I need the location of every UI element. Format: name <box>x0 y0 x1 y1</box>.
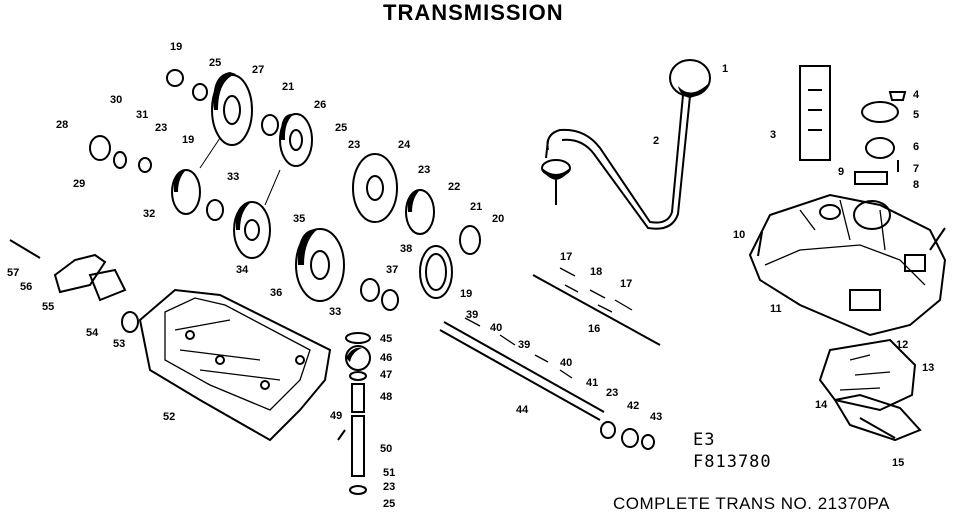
gear-36 <box>295 228 345 302</box>
callout-7: 7 <box>913 163 919 175</box>
callout-17b: 17 <box>620 278 632 290</box>
callout-19a: 19 <box>170 41 182 53</box>
callout-39b: 39 <box>518 339 530 351</box>
shaft-33 <box>206 199 224 221</box>
callout-19b: 19 <box>182 134 194 146</box>
callout-3: 3 <box>770 129 776 141</box>
callout-25c: 25 <box>383 498 395 510</box>
gear-34 <box>233 201 271 259</box>
callout-25a: 25 <box>209 57 221 69</box>
callout-33a: 33 <box>227 171 239 183</box>
callout-46: 46 <box>380 352 392 364</box>
footer-trans-number: COMPLETE TRANS NO. 21370PA <box>613 494 890 513</box>
callout-50: 50 <box>380 443 392 455</box>
case-housing <box>748 193 947 337</box>
callout-26: 26 <box>314 99 326 111</box>
bevel-shaft-assembly <box>337 332 371 495</box>
callout-10: 10 <box>733 229 745 241</box>
callout-8: 8 <box>913 179 919 191</box>
callout-41: 41 <box>586 377 598 389</box>
callout-31: 31 <box>136 109 148 121</box>
callout-43: 43 <box>650 411 662 423</box>
bearing-cap <box>861 101 899 123</box>
callout-12: 12 <box>896 339 908 351</box>
callout-42: 42 <box>627 400 639 412</box>
callout-48: 48 <box>380 391 392 403</box>
shift-lever <box>546 94 684 224</box>
callout-40a: 40 <box>490 322 502 334</box>
shift-knob <box>669 59 711 97</box>
callout-25b: 25 <box>335 122 347 134</box>
callout-40b: 40 <box>560 357 572 369</box>
callout-11: 11 <box>770 303 782 315</box>
callout-23c: 23 <box>418 164 430 176</box>
callout-14: 14 <box>815 399 828 411</box>
callout-55: 55 <box>42 301 54 313</box>
shift-lever-assembly <box>541 59 711 230</box>
callout-27: 27 <box>252 64 264 76</box>
callout-52: 52 <box>163 411 175 423</box>
callout-5: 5 <box>913 109 919 121</box>
shift-rail-assembly <box>818 338 922 442</box>
callout-35: 35 <box>293 213 305 225</box>
transmission-lower-case <box>138 288 332 442</box>
callout-21a: 21 <box>282 81 294 93</box>
callout-39a: 39 <box>466 309 478 321</box>
callout-24: 24 <box>398 139 411 151</box>
callout-32: 32 <box>143 208 155 220</box>
shaft-44-assembly <box>439 317 655 450</box>
small-parts-left <box>9 69 208 333</box>
callout-53: 53 <box>113 338 125 350</box>
callout-49: 49 <box>330 410 342 422</box>
callout-23d: 23 <box>606 387 618 399</box>
model-code-line1: E3 <box>693 430 716 450</box>
callout-54: 54 <box>86 327 99 339</box>
callout-34: 34 <box>236 264 249 276</box>
callout-37: 37 <box>386 264 398 276</box>
callout-21b: 21 <box>470 201 482 213</box>
shift-rods <box>532 267 661 346</box>
callout-23a: 23 <box>155 122 167 134</box>
callout-33b: 33 <box>329 306 341 318</box>
callout-28: 28 <box>56 119 68 131</box>
callout-30: 30 <box>110 94 122 106</box>
callout-18: 18 <box>590 266 602 278</box>
callout-22: 22 <box>448 181 460 193</box>
callout-1: 1 <box>722 63 728 75</box>
model-code-line2: F813780 <box>693 452 772 472</box>
callout-45: 45 <box>380 333 392 345</box>
callout-19c: 19 <box>460 288 472 300</box>
callout-15: 15 <box>892 457 904 469</box>
callout-57: 57 <box>7 267 19 279</box>
callout-17a: 17 <box>560 251 572 263</box>
callout-20: 20 <box>492 213 504 225</box>
diagram-title: TRANSMISSION <box>383 0 564 25</box>
callout-56: 56 <box>20 281 32 293</box>
transmission-upper-case <box>748 65 947 337</box>
callout-23e: 23 <box>383 481 395 493</box>
callout-29: 29 <box>73 178 85 190</box>
callout-6: 6 <box>913 141 919 153</box>
callout-9: 9 <box>838 166 844 178</box>
callout-47: 47 <box>380 369 392 381</box>
callout-51: 51 <box>383 467 395 479</box>
gear-26 <box>279 113 313 167</box>
callout-4: 4 <box>913 89 920 101</box>
callout-13: 13 <box>922 362 934 374</box>
callout-44: 44 <box>516 404 529 416</box>
gear-38 <box>419 245 453 299</box>
gear-24 <box>352 153 398 223</box>
callout-38: 38 <box>400 243 412 255</box>
shift-fork-assembly <box>799 65 831 161</box>
callout-2: 2 <box>653 135 659 147</box>
callout-36: 36 <box>270 287 282 299</box>
callout-23b: 23 <box>348 139 360 151</box>
callout-16: 16 <box>588 323 600 335</box>
callout-labels: 1 2 3 4 5 6 7 8 9 10 11 12 13 14 15 16 1… <box>7 41 934 510</box>
gear-cluster <box>171 72 481 311</box>
